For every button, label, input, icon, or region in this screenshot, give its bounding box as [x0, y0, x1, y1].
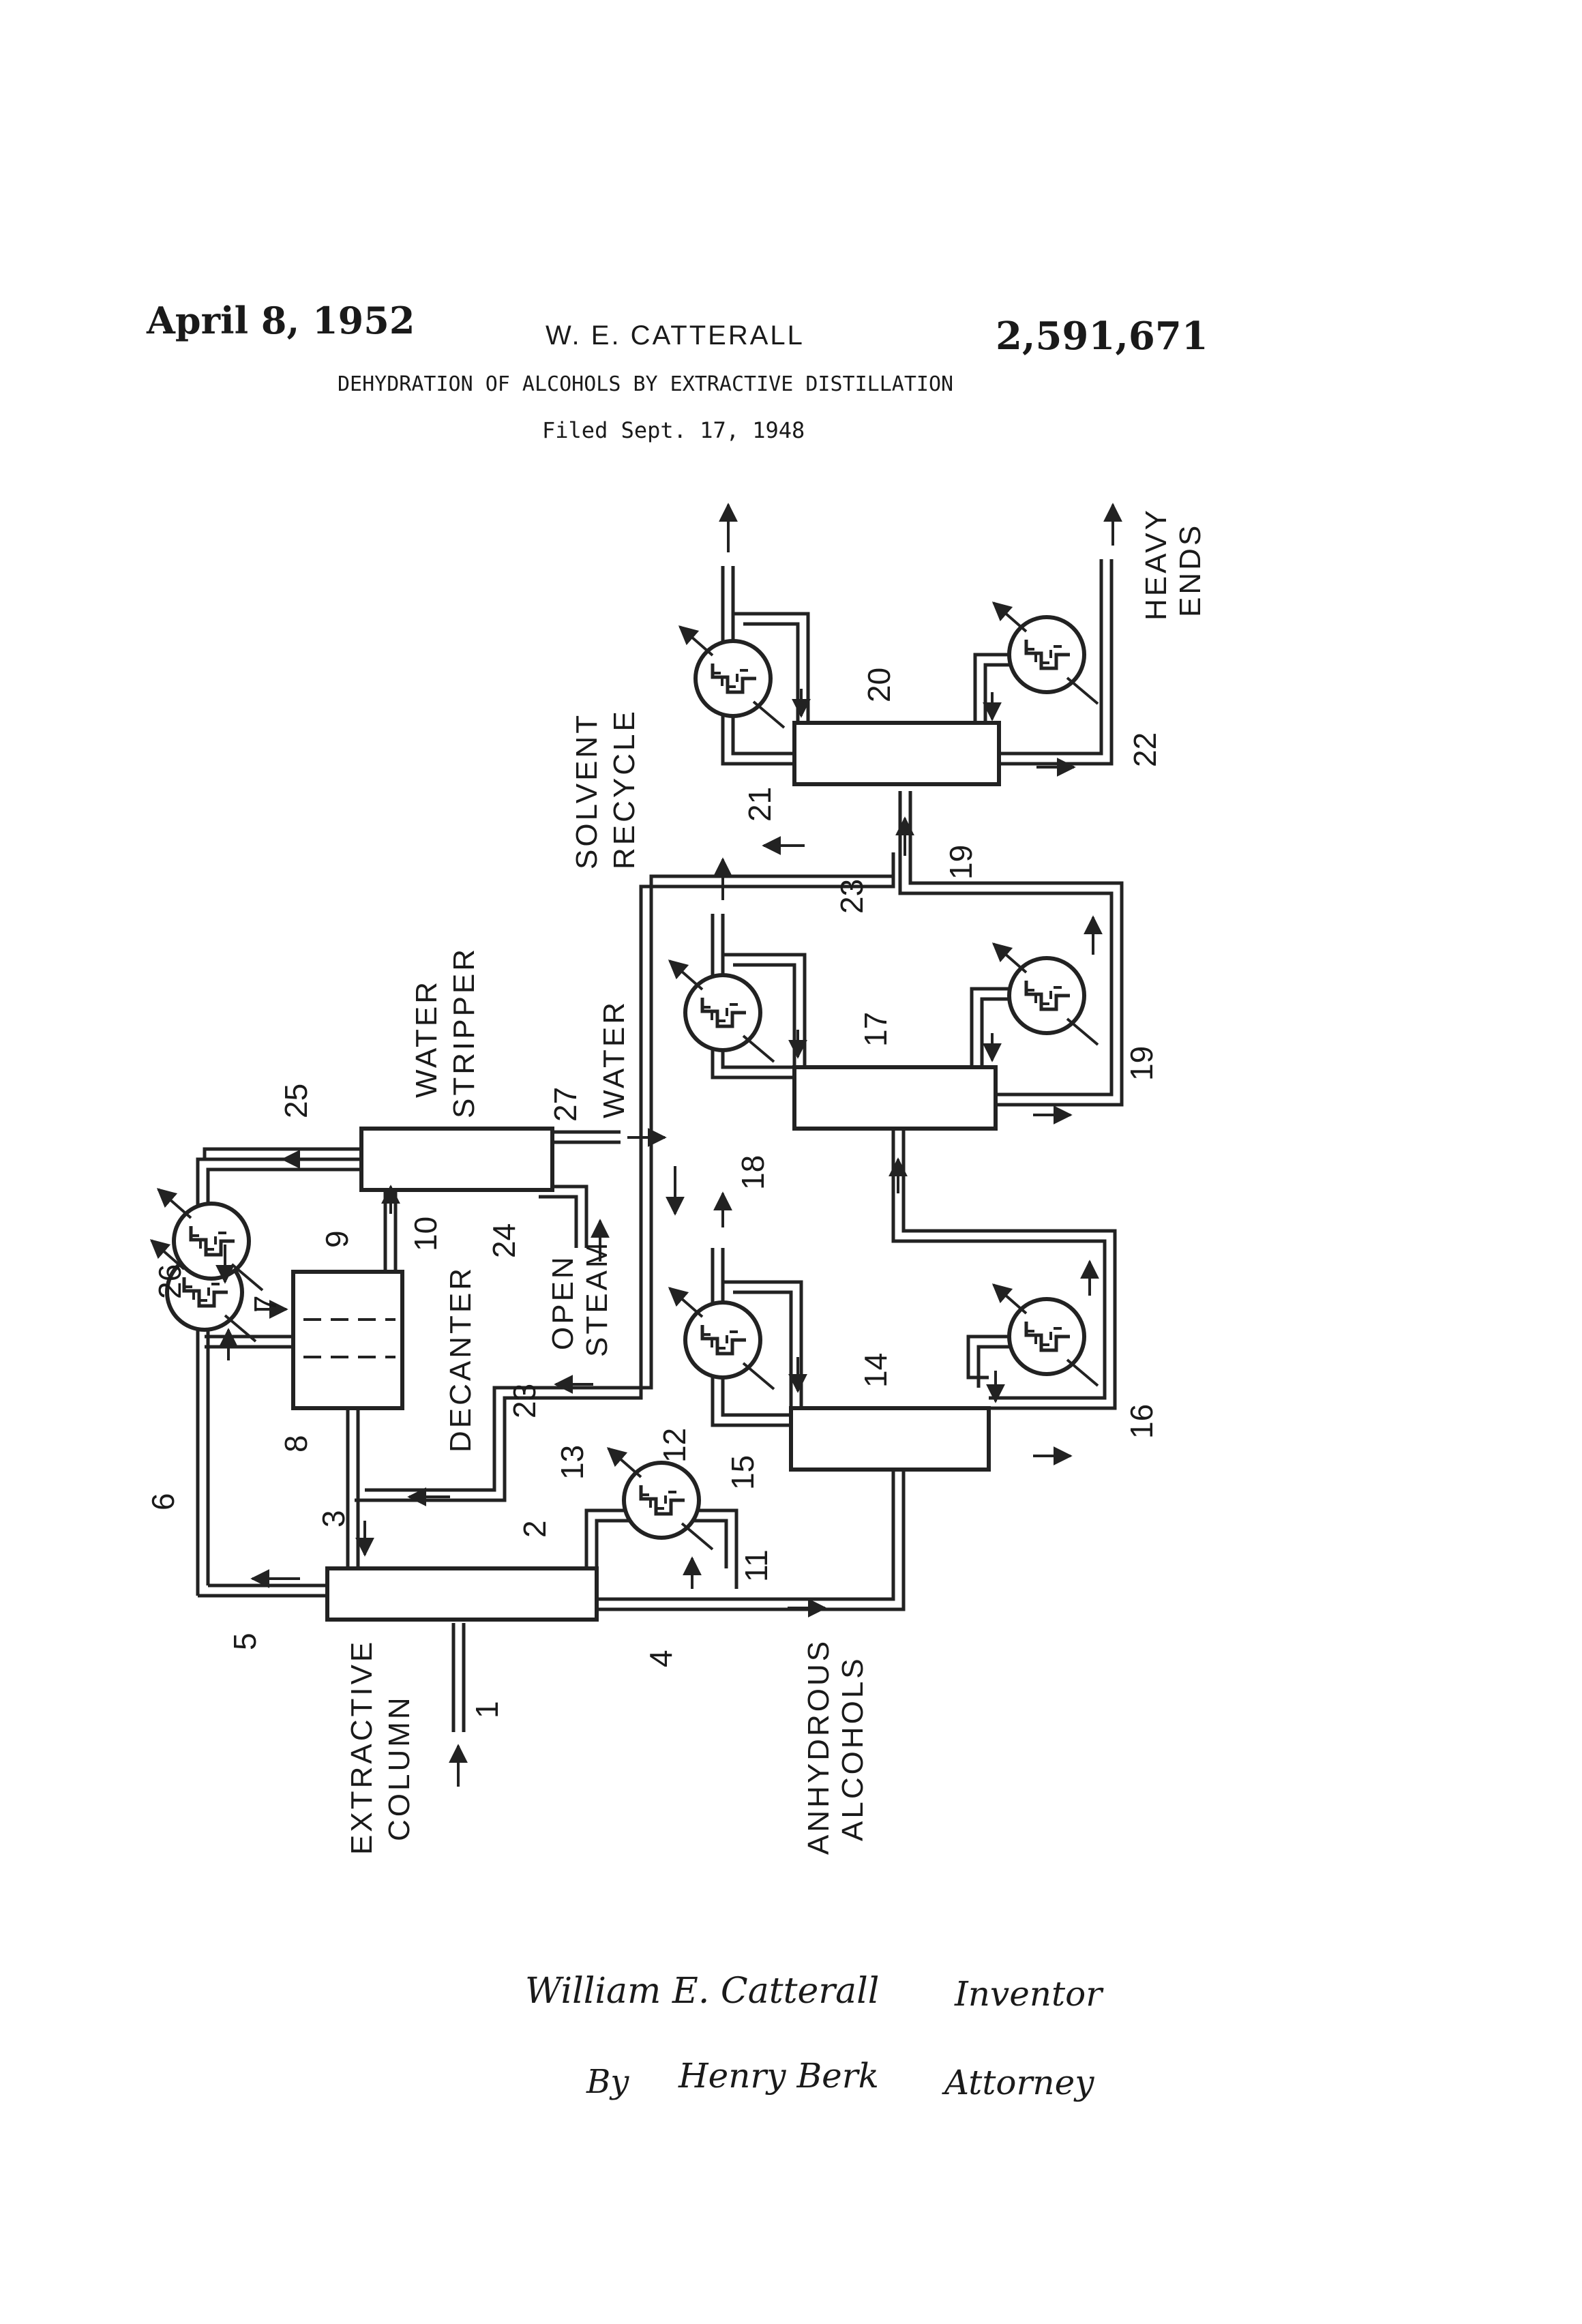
ref-7: 7: [248, 1295, 283, 1313]
ref-8: 8: [278, 1435, 314, 1452]
label-heavy: HEAVY: [1139, 507, 1173, 621]
ref-19a: 19: [943, 845, 979, 880]
label-anhydrous: ANHYDROUS: [802, 1639, 835, 1855]
ref-24: 24: [486, 1223, 522, 1258]
label-ends: ENDS: [1174, 523, 1207, 617]
water-stripper: [361, 1129, 552, 1190]
label-extractive: EXTRACTIVE: [345, 1639, 378, 1855]
ref-23a: 23: [507, 1384, 542, 1418]
reboiler-12-icon: [608, 1448, 713, 1549]
ref-20: 20: [861, 668, 897, 702]
ref-13: 13: [554, 1445, 590, 1480]
attorney-role: Attorney: [944, 2063, 1094, 2102]
label-column: COLUMN: [383, 1695, 416, 1841]
ref-21: 21: [742, 787, 777, 822]
label-steam: STEAM: [580, 1240, 614, 1357]
ref-15: 15: [725, 1455, 760, 1490]
ref-12: 12: [657, 1428, 692, 1463]
ref-19b: 19: [1124, 1046, 1159, 1081]
label-recycle: RECYCLE: [608, 709, 641, 869]
label-decanter: DECANTER: [444, 1266, 477, 1452]
inventor-role: Inventor: [955, 1974, 1102, 2014]
ref-25: 25: [278, 1084, 314, 1118]
ref-27: 27: [548, 1087, 583, 1122]
ref-9: 9: [319, 1230, 355, 1248]
ref-10: 10: [408, 1217, 443, 1251]
column-20: [794, 723, 999, 784]
extractive-column-2: [327, 1568, 597, 1620]
column-17: [794, 1067, 996, 1129]
ref-3: 3: [316, 1510, 351, 1528]
reboiler-19-icon: [994, 944, 1098, 1045]
label-open: OPEN: [546, 1254, 580, 1350]
label-solvent: SOLVENT: [570, 713, 603, 869]
column-14: [791, 1408, 989, 1470]
label-water-stripper-1: WATER: [410, 979, 443, 1098]
ref-17: 17: [858, 1012, 893, 1047]
ref-14: 14: [858, 1353, 893, 1388]
ref-6: 6: [145, 1493, 181, 1510]
reboiler-22-icon: [994, 603, 1098, 704]
ref-16: 16: [1124, 1404, 1159, 1439]
condenser-18-icon: [670, 961, 774, 1062]
ref-18: 18: [735, 1155, 771, 1190]
ref-1: 1: [469, 1701, 505, 1718]
label-alcohols: ALCOHOLS: [836, 1656, 869, 1841]
ref-11: 11: [738, 1549, 774, 1582]
label-water-stripper-2: STRIPPER: [447, 947, 481, 1118]
reboiler-16-icon: [994, 1285, 1098, 1386]
decanter-8: [293, 1272, 402, 1408]
ref-4: 4: [643, 1650, 678, 1667]
ref-26: 26: [152, 1264, 188, 1299]
by-label: By: [586, 2063, 629, 2101]
inventor-signature: William E. Catterall: [525, 1971, 879, 2012]
condenser-15-icon: [670, 1288, 774, 1389]
ref-22: 22: [1127, 732, 1163, 767]
ref-2: 2: [517, 1520, 552, 1538]
ref-5: 5: [227, 1633, 263, 1650]
label-water: WATER: [597, 1000, 631, 1118]
condenser-21-icon: [680, 627, 784, 728]
reference-numerals: 1 2 3 4 5 6 7 8 9 10 11 12 13 14 15 16 1…: [145, 668, 1163, 1718]
attorney-signature: Henry Berk: [678, 2056, 879, 2096]
ref-23b: 23: [834, 879, 869, 914]
